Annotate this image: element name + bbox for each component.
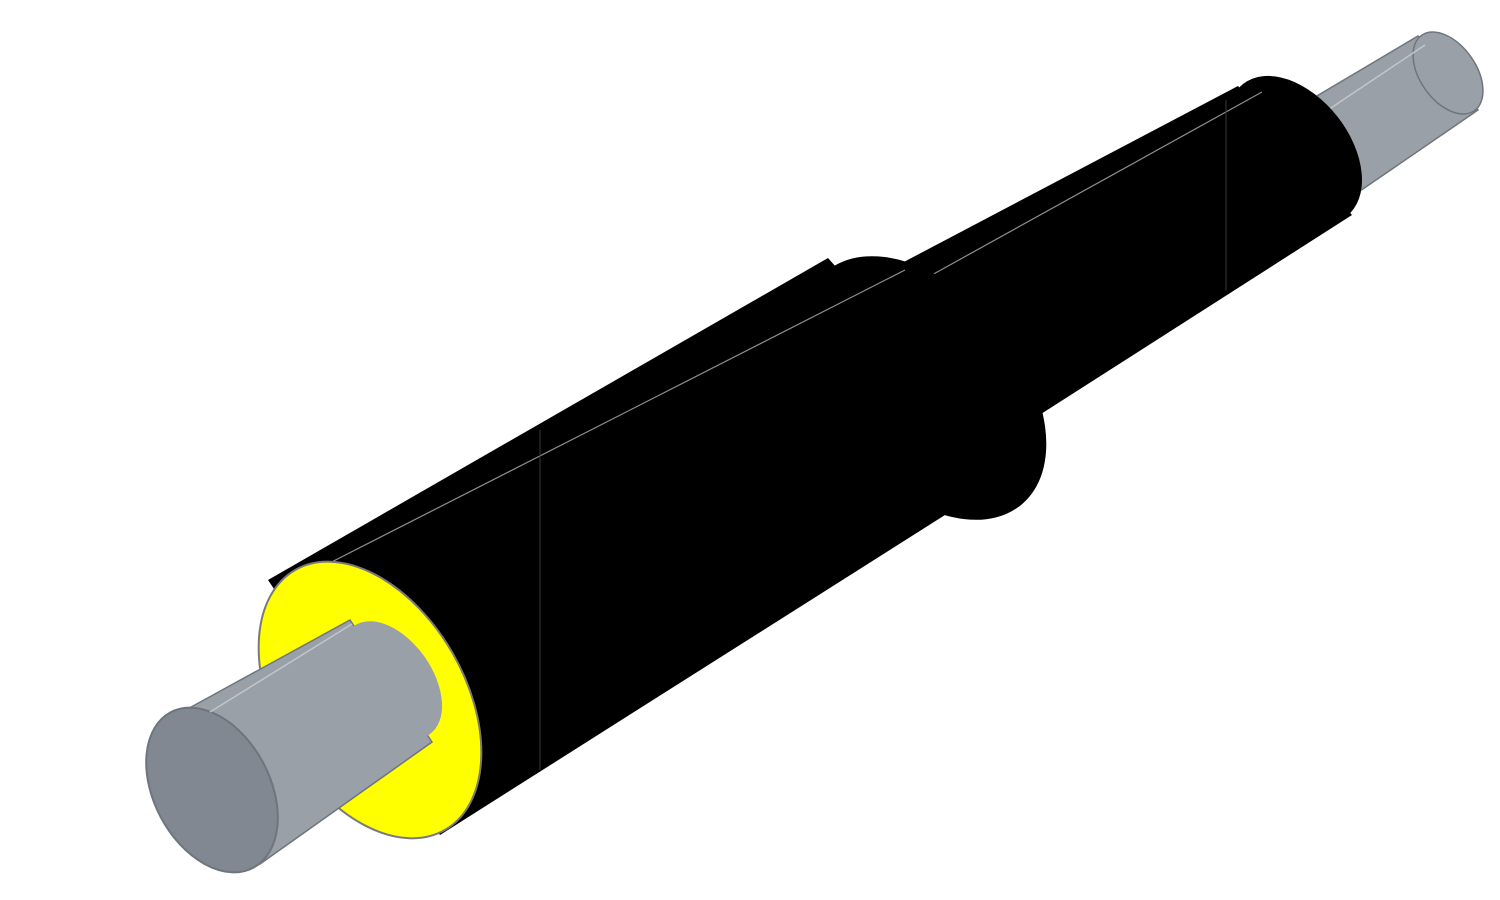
jacket-narrow-body	[900, 86, 1352, 430]
steel-pipe-left	[145, 619, 443, 874]
jacket-narrow-section	[900, 75, 1362, 430]
jacket-wide-seam	[311, 269, 906, 573]
jacket-narrow-seam	[929, 91, 1263, 277]
steel-pipe-left-inner	[341, 621, 443, 739]
steel-pipe-right-cap	[1412, 31, 1484, 115]
jacket-wide-rear-end	[801, 256, 1047, 520]
steel-pipe-left-cap	[145, 706, 279, 874]
steel-pipe-left-highlight	[209, 623, 353, 713]
jacket-narrow-end	[1228, 75, 1362, 225]
